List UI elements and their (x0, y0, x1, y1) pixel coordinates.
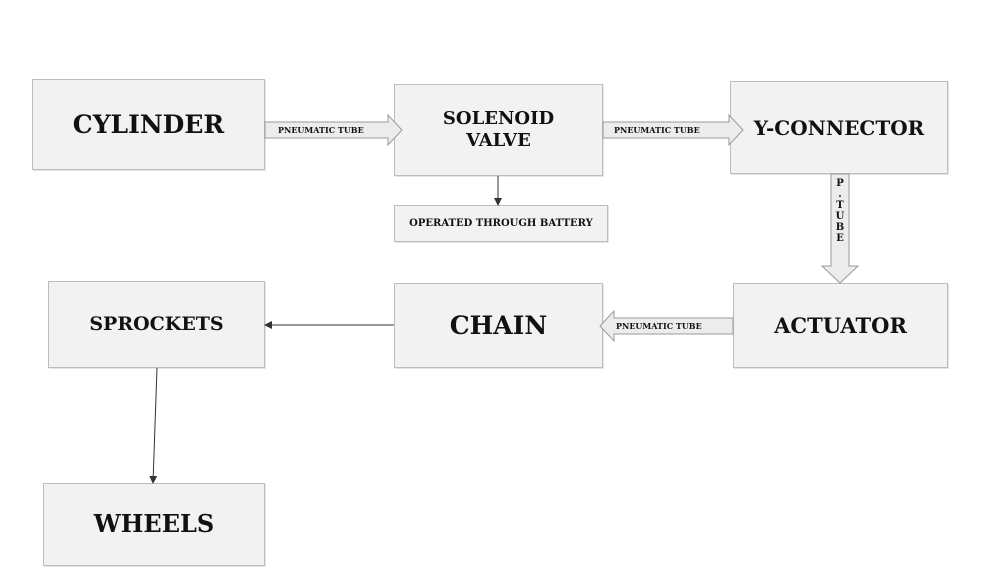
block-arrow-solenoid-to-yconnector (602, 113, 744, 147)
chain-label: CHAIN (449, 310, 548, 340)
block-arrow-cylinder-to-solenoid (264, 113, 403, 147)
arrow-sprockets-to-wheels (149, 367, 158, 484)
wheels-node: WHEELS (43, 483, 265, 566)
wheels-label: WHEELS (93, 509, 215, 539)
solenoid-valve-node: SOLENOID VALVE (394, 84, 603, 176)
cylinder-node: CYLINDER (32, 79, 265, 170)
tube-label-actuator-chain: PNEUMATIC TUBE (616, 321, 702, 331)
tube-letter: . (838, 189, 842, 200)
actuator-label: ACTUATOR (774, 312, 907, 338)
sprockets-label: SPROCKETS (89, 313, 224, 336)
solenoid-label-line1: SOLENOID (442, 108, 555, 130)
tube-letter: E (836, 233, 844, 244)
block-arrow-yconnector-to-actuator (820, 173, 860, 284)
battery-node: OPERATED THROUGH BATTERY (394, 205, 608, 242)
tube-label-yconnector-actuator: P . T U B E (832, 178, 848, 244)
sprockets-node: SPROCKETS (48, 281, 265, 368)
tube-letter: P (836, 178, 844, 189)
cylinder-label: CYLINDER (72, 109, 225, 139)
tube-label-solenoid-yconnector: PNEUMATIC TUBE (614, 125, 700, 135)
actuator-node: ACTUATOR (733, 283, 948, 368)
y-connector-label: Y-CONNECTOR (753, 115, 925, 140)
tube-letter: B (835, 222, 845, 233)
battery-label: OPERATED THROUGH BATTERY (409, 217, 593, 229)
tube-letter: U (835, 211, 845, 222)
tube-letter: T (836, 200, 844, 211)
tube-label-cylinder-solenoid: PNEUMATIC TUBE (278, 125, 364, 135)
block-arrow-actuator-to-chain (599, 309, 734, 343)
solenoid-label-line2: VALVE (466, 130, 531, 151)
y-connector-node: Y-CONNECTOR (730, 81, 948, 174)
